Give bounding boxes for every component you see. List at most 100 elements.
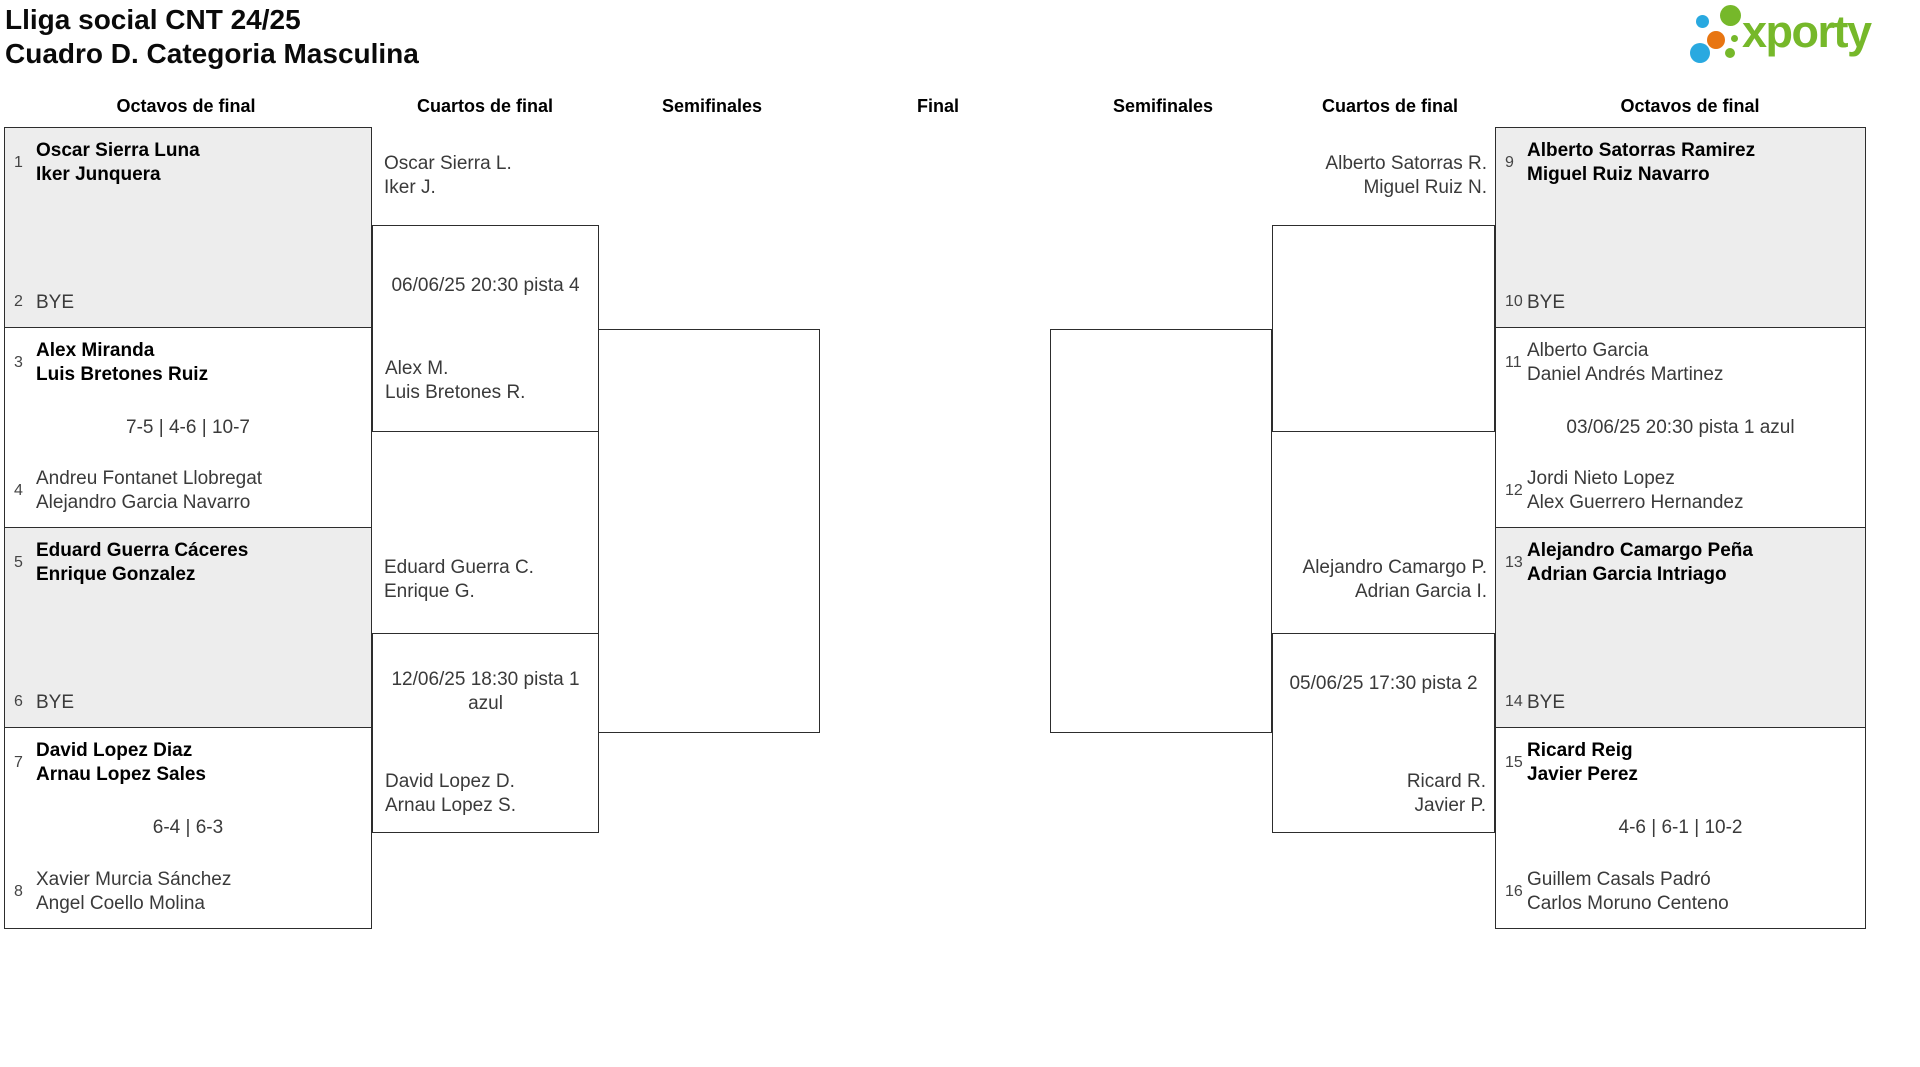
match-box-5-6: 5 Eduard Guerra Cáceres Enrique Gonzalez… (4, 527, 372, 728)
logo-dot-orange-icon (1707, 31, 1725, 49)
player-name: Alex Guerrero Hernandez (1527, 491, 1744, 513)
player-name: Miguel Ruiz Navarro (1527, 163, 1710, 185)
match-box-11-12: 11 Alberto Garcia Daniel Andrés Martinez… (1495, 327, 1866, 528)
qf-pair-label: Eduard Guerra C. Enrique G. (384, 556, 534, 604)
semifinal-box-right (1050, 329, 1272, 733)
seed-number: 16 (1505, 882, 1523, 900)
player-name: Angel Coello Molina (36, 892, 205, 914)
player-name: Jordi Nieto Lopez (1527, 468, 1675, 489)
pair-names-winner: Oscar Sierra Luna Iker Junquera (36, 139, 200, 186)
player-name: Andreu Fontanet Llobregat (36, 468, 263, 489)
pair-entry: 11 Alberto Garcia Daniel Andrés Martinez (1505, 339, 1855, 386)
player-name: Alejandro Camargo P. (1302, 557, 1487, 578)
pair-names-winner: Alex Miranda Luis Bretones Ruiz (36, 339, 208, 386)
match-box-1-2: 1 Oscar Sierra Luna Iker Junquera 2 BYE (4, 127, 372, 328)
player-name: Javier Perez (1527, 763, 1638, 785)
player-name: Enrique Gonzalez (36, 563, 196, 585)
seed-number: 5 (14, 553, 23, 571)
match-box-9-10: 9 Alberto Satorras Ramirez Miguel Ruiz N… (1495, 127, 1866, 328)
round-header-cuartos-left: Cuartos de final (416, 96, 554, 116)
logo-dot-green-big-icon (1720, 5, 1741, 26)
seed-number: 12 (1505, 481, 1523, 499)
match-box-3-4: 3 Alex Miranda Luis Bretones Ruiz 7-5 | … (4, 327, 372, 528)
pair-entry: 14 BYE (1505, 691, 1855, 715)
pair-names-winner: Eduard Guerra Cáceres Enrique Gonzalez (36, 539, 248, 586)
seed-number: 15 (1505, 753, 1523, 771)
logo-dot-green-tiny-icon (1731, 35, 1738, 42)
pair-entry: 13 Alejandro Camargo Peña Adrian Garcia … (1505, 539, 1855, 586)
player-name: Ricard Reig (1527, 740, 1633, 761)
round-header-octavos-left: Octavos de final (116, 96, 256, 116)
match-schedule: 12/06/25 18:30 pista 1 azul (391, 669, 580, 714)
match-score: 4-6 | 6-1 | 10-2 (1618, 817, 1743, 838)
pair-names: BYE (1527, 291, 1565, 315)
pair-entry: 15 Ricard Reig Javier Perez (1505, 739, 1855, 786)
pair-entry: 9 Alberto Satorras Ramirez Miguel Ruiz N… (1505, 139, 1855, 186)
tournament-name: Lliga social CNT 24/25 (5, 4, 301, 35)
seed-number: 13 (1505, 553, 1523, 571)
seed-number: 3 (14, 353, 23, 371)
player-name: Xavier Murcia Sánchez (36, 869, 232, 890)
pair-names: Xavier Murcia Sánchez Angel Coello Molin… (36, 868, 231, 915)
pair-entry: 12 Jordi Nieto Lopez Alex Guerrero Herna… (1505, 467, 1855, 514)
pair-names-winner: Ricard Reig Javier Perez (1527, 739, 1638, 786)
pair-entry: 8 Xavier Murcia Sánchez Angel Coello Mol… (14, 868, 361, 915)
bracket-subtitle: Cuadro D. Categoria Masculina (5, 38, 419, 69)
qf-box-right-top (1272, 225, 1495, 432)
round-header-final: Final (916, 96, 960, 116)
logo-dot-blue-big-icon (1690, 43, 1710, 63)
logo-dot-green-small-icon (1725, 48, 1735, 58)
qf-pair-label: Oscar Sierra L. Iker J. (384, 152, 512, 200)
logo-wordmark: xporty (1742, 6, 1872, 57)
player-name: Arnau Lopez S. (385, 795, 516, 816)
qf-box-left-top: 06/06/25 20:30 pista 4 Alex M. Luis Bret… (372, 225, 599, 432)
pair-entry: 3 Alex Miranda Luis Bretones Ruiz (14, 339, 361, 386)
round-header-semis-left: Semifinales (661, 96, 763, 116)
pair-names: Guillem Casals Padró Carlos Moruno Cente… (1527, 868, 1729, 915)
player-name: Alex M. (385, 358, 449, 379)
bye-label: BYE (1527, 691, 1566, 713)
pair-entry: 1 Oscar Sierra Luna Iker Junquera (14, 139, 361, 186)
player-name: Iker J. (384, 177, 436, 198)
pair-entry: 7 David Lopez Diaz Arnau Lopez Sales (14, 739, 361, 786)
qf-pair-label: David Lopez D. Arnau Lopez S. (385, 770, 516, 818)
xporty-logo[interactable]: xporty (1688, 2, 1898, 66)
match-schedule: 03/06/25 20:30 pista 1 azul (1566, 416, 1795, 438)
player-name: Iker Junquera (36, 163, 161, 185)
player-name: David Lopez D. (385, 771, 515, 792)
qf-box-left-bottom: 12/06/25 18:30 pista 1 azul David Lopez … (372, 633, 599, 833)
qf-pair-label: Ricard R. Javier P. (1407, 770, 1486, 818)
pair-names: BYE (36, 291, 74, 315)
pair-names-winner: David Lopez Diaz Arnau Lopez Sales (36, 739, 206, 786)
player-name: Eduard Guerra C. (384, 557, 534, 578)
player-name: Oscar Sierra Luna (36, 140, 200, 161)
pair-entry: 10 BYE (1505, 291, 1855, 315)
seed-number: 10 (1505, 293, 1523, 311)
player-name: Carlos Moruno Centeno (1527, 892, 1729, 914)
player-name: Ricard R. (1406, 771, 1486, 792)
qf-pair-label: Alberto Satorras R. Miguel Ruiz N. (1325, 152, 1487, 200)
match-score: 7-5 | 4-6 | 10-7 (126, 416, 250, 438)
pair-names: Andreu Fontanet Llobregat Alejandro Garc… (36, 467, 262, 514)
player-name: Guillem Casals Padró (1527, 869, 1711, 890)
pair-names: BYE (1527, 691, 1565, 715)
bye-label: BYE (36, 691, 75, 713)
player-name: Daniel Andrés Martinez (1527, 363, 1724, 385)
pair-entry: 16 Guillem Casals Padró Carlos Moruno Ce… (1505, 868, 1855, 915)
player-name: Adrian Garcia Intriago (1527, 563, 1727, 585)
qf-pair-label: Alex M. Luis Bretones R. (385, 357, 525, 405)
player-name: Alberto Satorras Ramirez (1527, 140, 1756, 161)
match-score: 6-4 | 6-3 (152, 817, 224, 838)
seed-number: 11 (1505, 353, 1522, 371)
seed-number: 8 (14, 882, 23, 900)
player-name: Luis Bretones R. (385, 382, 526, 403)
logo-dot-blue-small-icon (1696, 15, 1709, 28)
player-name: Alejandro Camargo Peña (1527, 540, 1753, 561)
round-header-octavos-right: Octavos de final (1620, 96, 1760, 116)
seed-number: 9 (1505, 153, 1514, 171)
page-title: Lliga social CNT 24/25 Cuadro D. Categor… (5, 3, 419, 71)
pair-names-winner: Alberto Satorras Ramirez Miguel Ruiz Nav… (1527, 139, 1755, 186)
pair-entry: 4 Andreu Fontanet Llobregat Alejandro Ga… (14, 467, 361, 514)
player-name: Javier P. (1414, 795, 1486, 816)
